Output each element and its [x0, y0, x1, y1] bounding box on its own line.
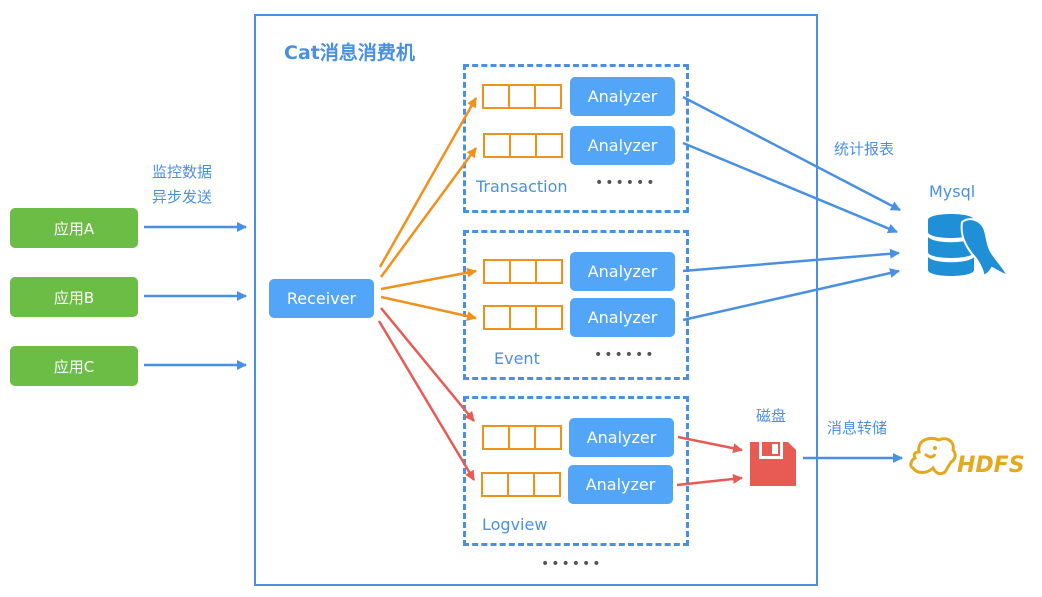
analyzer-event-1[interactable]: Analyzer — [570, 252, 675, 291]
send-label-line1: 监控数据 — [152, 163, 213, 181]
arrow-receiver-transaction-2 — [379, 147, 478, 278]
app-b-node[interactable]: 应用B — [10, 277, 138, 317]
analyzer-event-2[interactable]: Analyzer — [570, 298, 675, 337]
send-label-line2: 异步发送 — [152, 188, 213, 206]
app-c-node[interactable]: 应用C — [10, 346, 138, 386]
analyzer-transaction-1[interactable]: Analyzer — [570, 77, 675, 116]
more-analyzers-event: •••••• — [594, 347, 656, 363]
disk-save-icon — [750, 442, 796, 486]
group-event — [463, 230, 689, 380]
arrow-receiver-logview-2 — [377, 320, 476, 481]
analyzer-label: Analyzer — [587, 87, 658, 106]
receiver-node[interactable]: Receiver — [269, 279, 374, 318]
group-transaction — [463, 64, 689, 213]
hdfs-logo-icon: HDFS — [909, 437, 1025, 478]
arrow-analyzer-mysql-4 — [682, 268, 900, 322]
mysql-database-icon — [928, 214, 1010, 278]
analyzer-label: Analyzer — [587, 308, 658, 327]
more-groups: •••••• — [541, 556, 603, 572]
queue-logview-2 — [481, 472, 561, 497]
app-c-label: 应用C — [53, 357, 95, 376]
consumer-frame — [254, 14, 818, 586]
arrow-analyzer-disk-1 — [677, 435, 743, 454]
arrow-analyzer-mysql-1 — [682, 95, 901, 212]
group-label-event: Event — [494, 349, 540, 368]
arrow-receiver-transaction-1 — [378, 97, 478, 268]
group-label-logview: Logview — [482, 515, 548, 534]
report-label: 统计报表 — [834, 140, 895, 158]
arrow-receiver-logview-1 — [380, 307, 475, 422]
more-analyzers-transaction: •••••• — [595, 175, 657, 191]
hdfs-text: HDFS — [957, 453, 1025, 478]
analyzer-logview-1[interactable]: Analyzer — [569, 418, 674, 457]
queue-event-1 — [483, 259, 563, 284]
consumer-title: Cat消息消费机 — [284, 42, 415, 64]
mysql-label: Mysql — [929, 182, 976, 201]
queue-logview-1 — [482, 425, 562, 450]
group-logview — [463, 396, 689, 546]
analyzer-transaction-2[interactable]: Analyzer — [570, 126, 675, 165]
analyzer-label: Analyzer — [587, 262, 658, 281]
queue-event-2 — [483, 305, 563, 330]
receiver-label: Receiver — [286, 289, 357, 308]
disk-label: 磁盘 — [756, 407, 787, 425]
queue-transaction-1 — [482, 84, 562, 109]
group-label-transaction: Transaction — [476, 177, 568, 196]
analyzer-logview-2[interactable]: Analyzer — [568, 465, 673, 504]
app-a-node[interactable]: 应用A — [10, 208, 138, 248]
arrow-analyzer-disk-2 — [676, 473, 743, 487]
analyzer-label: Analyzer — [587, 136, 658, 155]
arrow-analyzer-mysql-2 — [682, 141, 898, 234]
app-a-label: 应用A — [53, 219, 95, 238]
arrow-analyzer-mysql-3 — [682, 248, 900, 273]
analyzer-label: Analyzer — [586, 428, 657, 447]
arrow-receiver-event-2 — [380, 295, 477, 321]
analyzer-label: Analyzer — [585, 475, 656, 494]
queue-transaction-2 — [483, 133, 563, 158]
app-b-label: 应用B — [53, 288, 95, 307]
arrow-receiver-event-1 — [380, 267, 477, 291]
transfer-label: 消息转储 — [827, 419, 888, 437]
